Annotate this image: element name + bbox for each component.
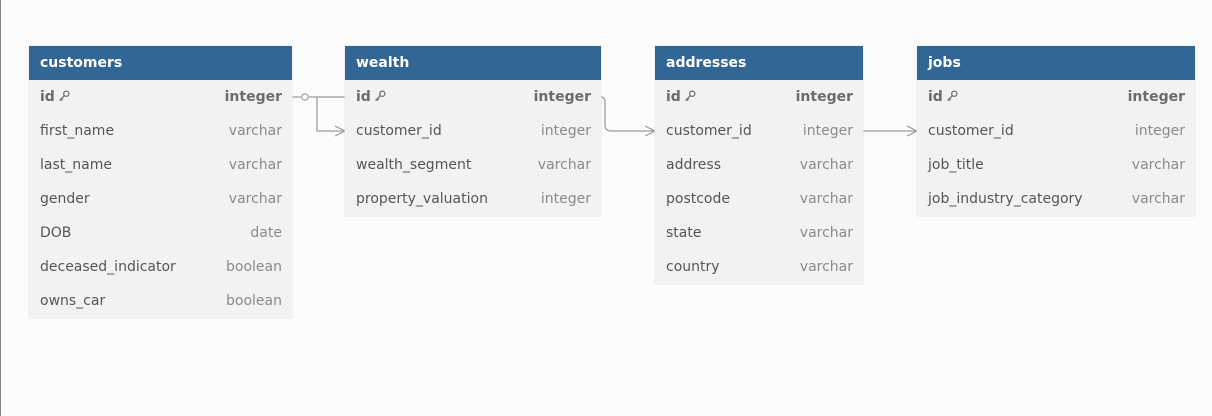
column-name: customer_id	[666, 123, 752, 139]
column-row[interactable]: country varchar	[655, 250, 863, 284]
column-type: varchar	[1131, 157, 1185, 173]
column-row[interactable]: id integer	[655, 80, 863, 114]
column-row[interactable]: job_title varchar	[917, 148, 1195, 182]
table-header[interactable]: addresses	[655, 46, 863, 80]
column-row[interactable]: id integer	[917, 80, 1195, 114]
key-icon	[374, 90, 386, 102]
column-row[interactable]: state varchar	[655, 216, 863, 250]
table-jobs[interactable]: jobs id integer customer_id integer job_…	[917, 46, 1195, 216]
column-name: wealth_segment	[356, 157, 472, 173]
column-type: varchar	[1131, 191, 1185, 207]
column-row[interactable]: id integer	[345, 80, 601, 114]
column-type: varchar	[537, 157, 591, 173]
column-name: property_valuation	[356, 191, 488, 207]
column-type: integer	[224, 89, 282, 105]
relationship-customers-wealth[interactable]	[292, 93, 347, 137]
column-name: customer_id	[356, 123, 442, 139]
column-row[interactable]: property_valuation integer	[345, 182, 601, 216]
column-name: id	[40, 80, 70, 114]
column-row[interactable]: DOB date	[29, 216, 292, 250]
relationship-wealth-addresses[interactable]	[600, 96, 657, 137]
column-name: state	[666, 225, 702, 241]
column-type: varchar	[799, 259, 853, 275]
column-name: gender	[40, 191, 90, 207]
column-name: id	[666, 80, 696, 114]
column-type: integer	[540, 191, 591, 207]
column-type: boolean	[226, 259, 282, 275]
column-type: varchar	[799, 191, 853, 207]
column-row[interactable]: customer_id integer	[655, 114, 863, 148]
column-row[interactable]: customer_id integer	[917, 114, 1195, 148]
column-name: owns_car	[40, 293, 106, 309]
column-name: id	[928, 80, 958, 114]
column-name: first_name	[40, 123, 115, 139]
column-type: varchar	[799, 225, 853, 241]
column-name: last_name	[40, 157, 112, 173]
column-type: integer	[533, 89, 591, 105]
column-name: job_industry_category	[928, 191, 1083, 207]
column-row[interactable]: last_name varchar	[29, 148, 292, 182]
column-row[interactable]: first_name varchar	[29, 114, 292, 148]
key-icon	[684, 90, 696, 102]
column-type: integer	[802, 123, 853, 139]
key-icon	[58, 90, 70, 102]
column-type: varchar	[228, 191, 282, 207]
table-addresses[interactable]: addresses id integer customer_id integer…	[655, 46, 863, 284]
column-row[interactable]: customer_id integer	[345, 114, 601, 148]
table-header[interactable]: wealth	[345, 46, 601, 80]
table-header[interactable]: customers	[29, 46, 292, 80]
key-icon	[946, 90, 958, 102]
table-customers[interactable]: customers id integer first_name varchar …	[29, 46, 292, 318]
column-type: boolean	[226, 293, 282, 309]
column-row[interactable]: job_industry_category varchar	[917, 182, 1195, 216]
column-name: id	[356, 80, 386, 114]
column-type: varchar	[228, 157, 282, 173]
column-row[interactable]: postcode varchar	[655, 182, 863, 216]
column-type: date	[250, 225, 282, 241]
column-row[interactable]: owns_car boolean	[29, 284, 292, 318]
column-type: integer	[1134, 123, 1185, 139]
column-type: varchar	[228, 123, 282, 139]
column-row[interactable]: wealth_segment varchar	[345, 148, 601, 182]
column-name: address	[666, 157, 722, 173]
column-name: postcode	[666, 191, 730, 207]
table-wealth[interactable]: wealth id integer customer_id integer we…	[345, 46, 601, 216]
column-name: country	[666, 259, 720, 275]
column-name: DOB	[40, 225, 72, 241]
column-row[interactable]: address varchar	[655, 148, 863, 182]
column-name: customer_id	[928, 123, 1014, 139]
column-type: varchar	[799, 157, 853, 173]
column-type: integer	[795, 89, 853, 105]
column-row[interactable]: deceased_indicator boolean	[29, 250, 292, 284]
column-type: integer	[540, 123, 591, 139]
relationship-addresses-jobs[interactable]	[863, 125, 919, 137]
column-name: deceased_indicator	[40, 259, 176, 275]
column-type: integer	[1127, 89, 1185, 105]
column-row[interactable]: id integer	[29, 80, 292, 114]
table-header[interactable]: jobs	[917, 46, 1195, 80]
column-row[interactable]: gender varchar	[29, 182, 292, 216]
column-name: job_title	[928, 157, 984, 173]
